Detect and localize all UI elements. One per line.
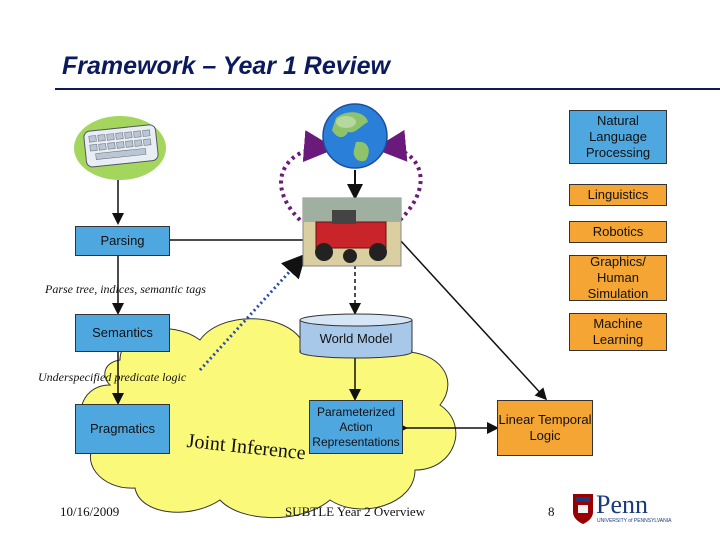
ltl-box: Linear Temporal Logic	[497, 400, 593, 456]
page-number: 8	[548, 504, 555, 519]
par-box: Parameterized Action Representations	[309, 400, 403, 454]
penn-logo	[573, 494, 593, 524]
parse-tree-label: Parse tree, indices, semantic tags	[45, 282, 206, 296]
robotics-box: Robotics	[569, 221, 667, 243]
semantics-box: Semantics	[75, 314, 170, 352]
footer-date: 10/16/2009	[60, 504, 120, 519]
globe-icon	[322, 103, 388, 169]
dotted-arrow-globe-right	[374, 129, 423, 222]
title-rule	[55, 88, 720, 90]
graphics-box: Graphics/ Human Simulation	[569, 254, 667, 301]
robot-photo	[302, 197, 402, 267]
slide-title: Framework – Year 1 Review	[62, 52, 390, 80]
nlp-box: Natural Language Processing	[569, 110, 667, 164]
pragmatics-box: Pragmatics	[75, 404, 170, 454]
keyboard-icon	[74, 116, 166, 180]
dotted-arrow-globe-left	[279, 130, 336, 222]
penn-logo-subtext: UNIVERSITY of PENNSYLVANIA	[597, 518, 672, 524]
penn-logo-text: Penn	[596, 490, 648, 519]
line-robot-ltl	[399, 239, 548, 401]
linguistics-box: Linguistics	[569, 184, 667, 206]
world-model-label: World Model	[319, 331, 393, 346]
parsing-box: Parsing	[75, 226, 170, 256]
machine-learning-box: Machine Learning	[569, 313, 667, 351]
dotted-arrow-pragmatics-robot	[198, 253, 307, 372]
underspecified-label: Underspecified predicate logic	[38, 370, 187, 384]
world-model-cylinder	[299, 313, 413, 359]
footer-subtitle: SUBTLE Year 2 Overview	[285, 504, 426, 519]
